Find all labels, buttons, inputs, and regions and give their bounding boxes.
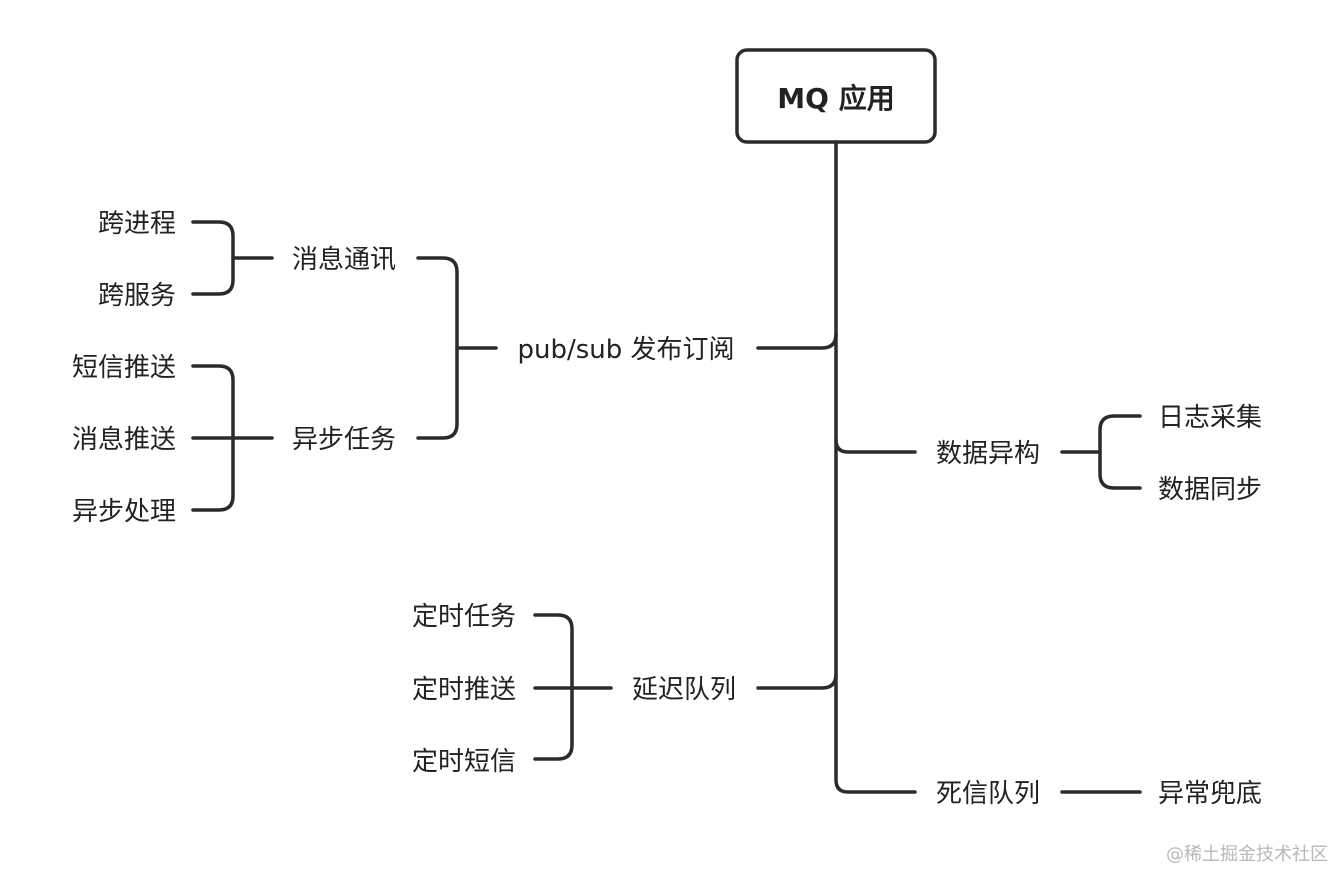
watermark: @稀土掘金技术社区 — [1166, 844, 1328, 865]
node-delay-queue[interactable]: 延迟队列 — [632, 675, 736, 705]
node-heterogeneous[interactable]: 数据异构 — [936, 439, 1040, 469]
leaf-scheduled-push[interactable]: 定时推送 — [412, 675, 516, 705]
node-dead-letter[interactable]: 死信队列 — [936, 779, 1040, 809]
trunk-line — [834, 140, 917, 794]
bracket-pubsub — [416, 256, 459, 440]
leaf-exception-fallback[interactable]: 异常兜底 — [1158, 779, 1262, 809]
leaf-message-push[interactable]: 消息推送 — [72, 425, 176, 455]
root-node-label: MQ 应用 — [777, 82, 894, 115]
leaf-scheduled-task[interactable]: 定时任务 — [412, 602, 516, 632]
node-async-task[interactable]: 异步任务 — [292, 425, 396, 455]
leaf-scheduled-sms[interactable]: 定时短信 — [412, 747, 516, 777]
connector-delay-queue — [756, 672, 838, 690]
leaf-cross-process[interactable]: 跨进程 — [98, 209, 176, 239]
bracket-heterogeneous — [1098, 414, 1142, 490]
node-pubsub[interactable]: pub/sub 发布订阅 — [517, 335, 734, 365]
root-node[interactable]: MQ 应用 — [735, 48, 937, 144]
leaf-sms-push[interactable]: 短信推送 — [72, 353, 176, 383]
bracket-messaging — [191, 220, 235, 296]
node-messaging[interactable]: 消息通讯 — [292, 245, 396, 275]
leaf-log-collection[interactable]: 日志采集 — [1158, 403, 1262, 433]
connector-pubsub — [756, 332, 838, 350]
leaf-cross-service[interactable]: 跨服务 — [98, 281, 176, 311]
connector-heterogeneous — [834, 438, 917, 454]
leaf-data-sync[interactable]: 数据同步 — [1158, 475, 1262, 505]
leaf-async-processing[interactable]: 异步处理 — [72, 497, 176, 527]
